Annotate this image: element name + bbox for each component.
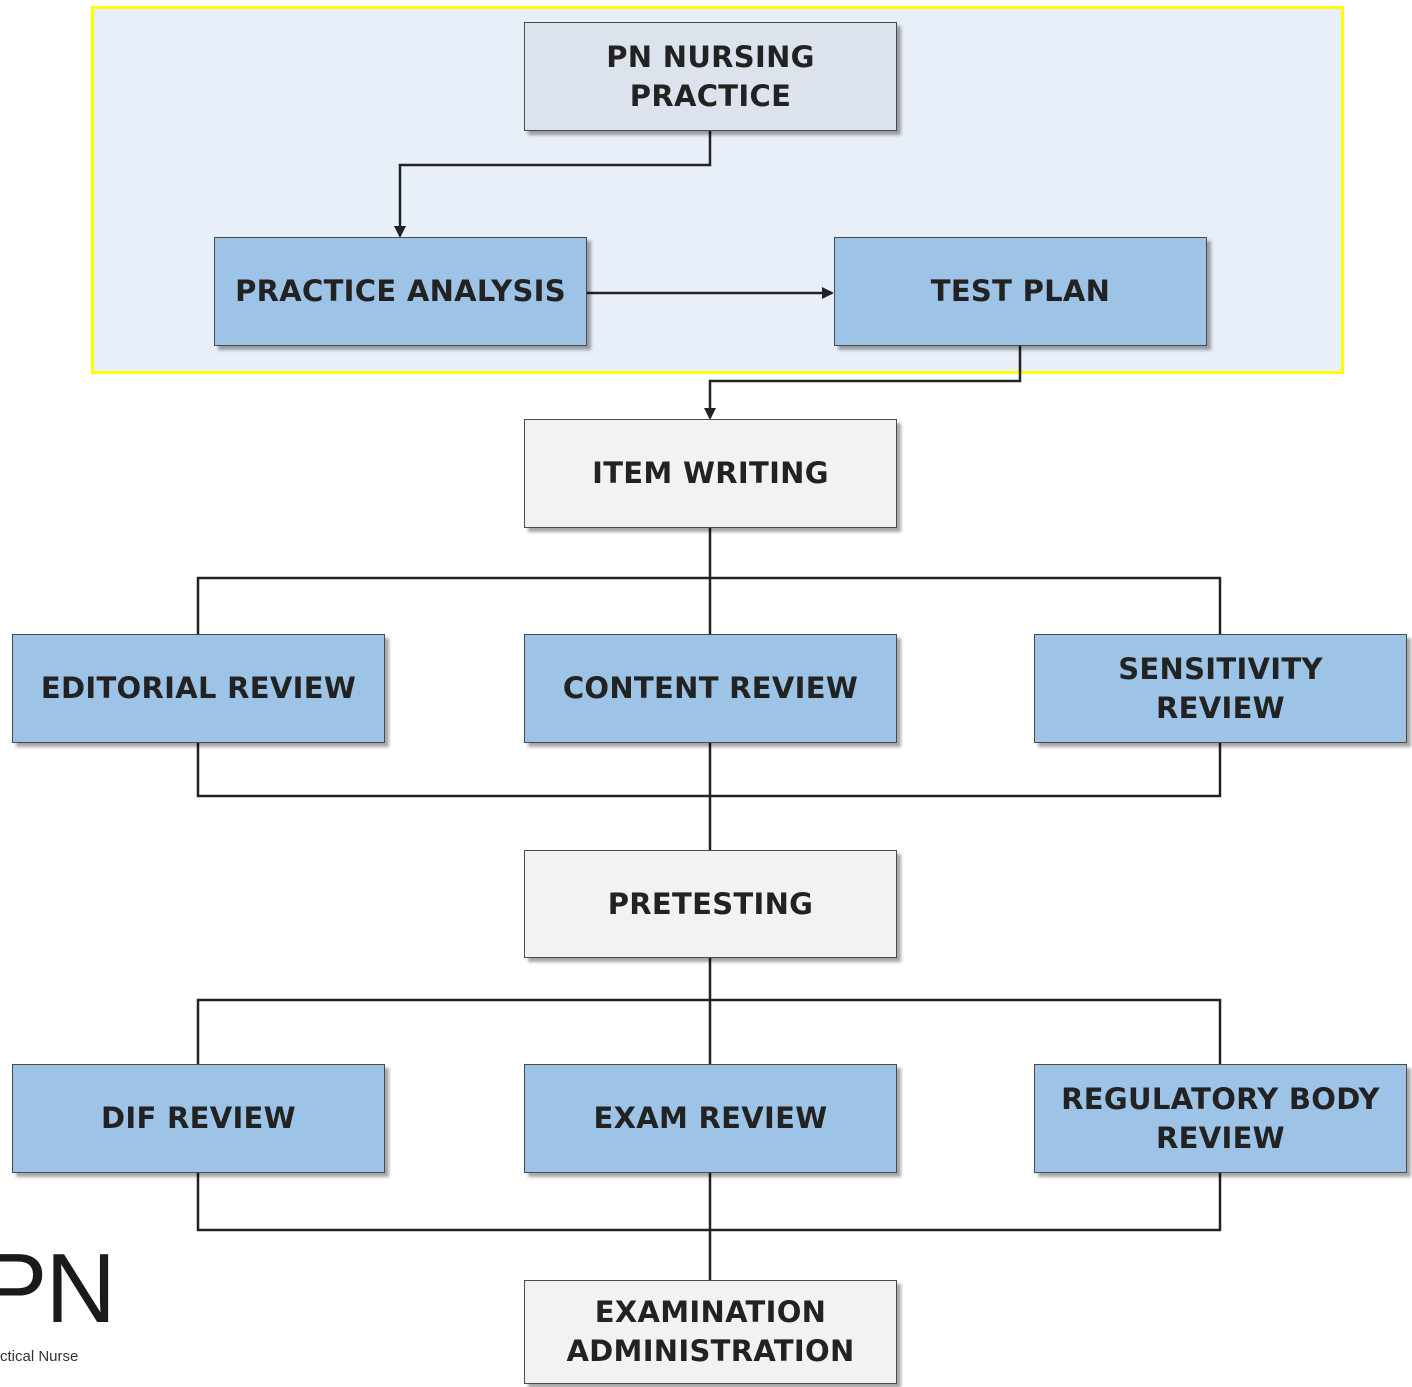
edge-test-plan-to-item-writing bbox=[704, 346, 1022, 420]
node-test-plan: TEST PLAN bbox=[834, 237, 1207, 346]
node-regulatory-body-review: REGULATORY BODY REVIEW bbox=[1034, 1064, 1407, 1173]
edge-pn-to-practice-analysis bbox=[394, 131, 712, 238]
node-exam-review: EXAM REVIEW bbox=[524, 1064, 897, 1173]
node-item-writing: ITEM WRITING bbox=[524, 419, 897, 528]
node-pretesting: PRETESTING bbox=[524, 850, 897, 958]
edge-reviews-to-pretesting bbox=[196, 743, 1222, 850]
node-examination-administration: EXAMINATION ADMINISTRATION bbox=[524, 1280, 897, 1384]
edge-item-writing-to-reviews bbox=[196, 528, 1222, 634]
logo-tagline: ctical Nurse bbox=[0, 1348, 79, 1365]
node-sensitivity-review: SENSITIVITY REVIEW bbox=[1034, 634, 1407, 743]
node-practice-analysis: PRACTICE ANALYSIS bbox=[214, 237, 587, 346]
node-editorial-review: EDITORIAL REVIEW bbox=[12, 634, 385, 743]
edge-final-reviews-to-administration bbox=[196, 1173, 1222, 1280]
logo-mark: PN bbox=[0, 1238, 116, 1343]
node-content-review: CONTENT REVIEW bbox=[524, 634, 897, 743]
node-dif-review: DIF REVIEW bbox=[12, 1064, 385, 1173]
logo: PN ctical Nurse bbox=[0, 1238, 130, 1378]
edge-pretesting-to-final-reviews bbox=[196, 958, 1222, 1064]
node-pn-nursing-practice: PN NURSING PRACTICE bbox=[524, 22, 897, 131]
